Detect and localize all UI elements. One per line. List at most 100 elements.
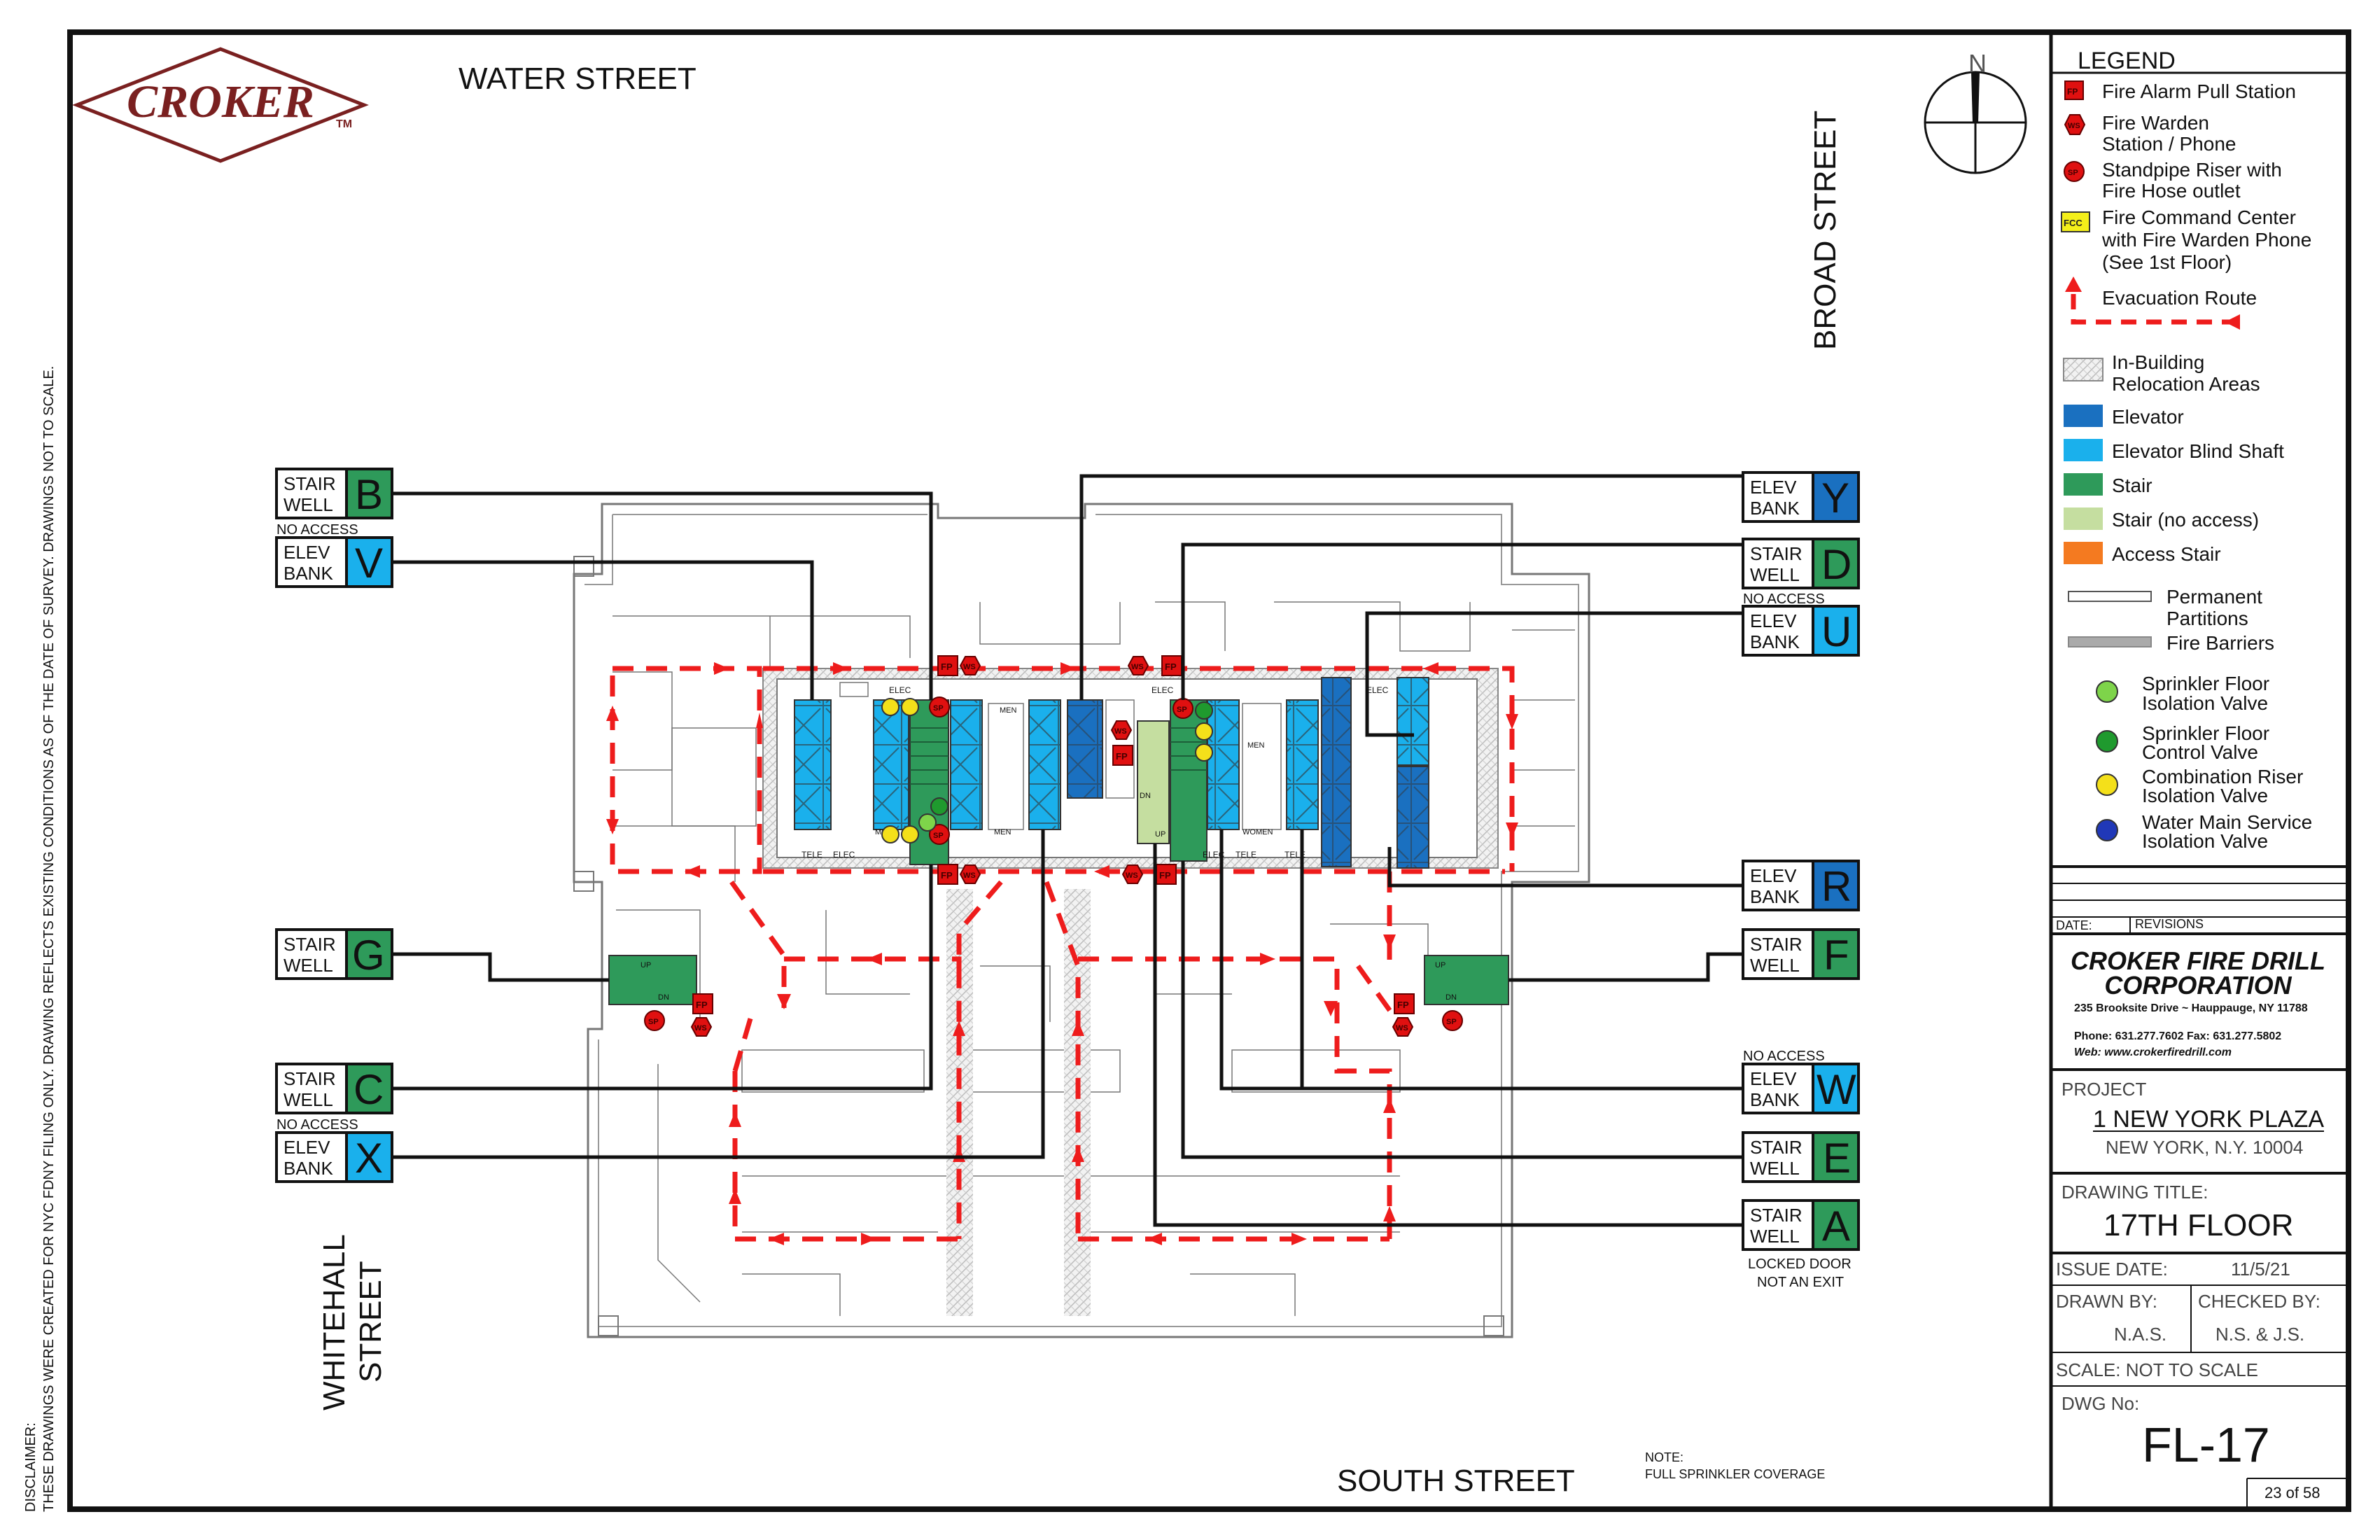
note-text: FULL SPRINKLER COVERAGE	[1645, 1467, 1825, 1481]
svg-text:Control Valve: Control Valve	[2142, 741, 2258, 763]
street-east: BROAD STREET	[1808, 111, 1842, 350]
tag-stair-g: STAIR WELL G	[275, 928, 393, 980]
tag-stair-c: STAIR WELL C	[275, 1063, 393, 1114]
svg-text:WS: WS	[963, 663, 976, 671]
legend-title: LEGEND	[2078, 48, 2176, 74]
sheet-number: 23 of 58	[2264, 1484, 2320, 1502]
fp-marker-2: FP	[937, 864, 958, 885]
tag-stair-e: STAIR WELL E	[1742, 1131, 1860, 1183]
svg-text:FP: FP	[1116, 751, 1128, 762]
north-arrow: N	[1924, 49, 2027, 174]
svg-text:SP: SP	[1446, 1018, 1457, 1026]
svg-text:Evacuation Route: Evacuation Route	[2102, 287, 2257, 309]
svg-text:Relocation Areas: Relocation Areas	[2112, 373, 2260, 395]
valve-isolation-1	[918, 813, 937, 832]
svg-text:WELL: WELL	[284, 955, 333, 976]
legend-valves: Sprinkler Floor Isolation Valve Sprinkle…	[2096, 673, 2312, 852]
svg-text:Stair (no access): Stair (no access)	[2112, 509, 2259, 531]
sp-marker-3: SP	[1172, 698, 1194, 719]
svg-text:ELEV: ELEV	[284, 542, 330, 563]
ws-marker-4: WS	[1121, 864, 1144, 884]
svg-text:with Fire Warden Phone: with Fire Warden Phone	[2101, 229, 2311, 251]
tag-stair-b: STAIR WELL B	[275, 468, 393, 519]
svg-text:Sprinkler Floor: Sprinkler Floor	[2142, 673, 2269, 694]
svg-text:R: R	[1821, 863, 1851, 910]
svg-text:V: V	[355, 540, 383, 587]
valve-combo-1	[881, 698, 899, 716]
svg-text:Fire Command Center: Fire Command Center	[2102, 206, 2296, 228]
drawing-title: 17TH FLOOR	[2104, 1208, 2293, 1242]
svg-text:WS: WS	[694, 1024, 707, 1032]
svg-text:STAIR: STAIR	[1750, 1205, 1802, 1226]
svg-text:W: W	[1816, 1066, 1856, 1113]
sp-marker-5: SP	[1442, 1010, 1463, 1031]
stair-f-dn: DN	[1446, 993, 1457, 1002]
dwg-no: FL-17	[2142, 1418, 2270, 1472]
svg-text:F: F	[1823, 932, 1849, 979]
svg-text:Fire Warden: Fire Warden	[2102, 112, 2209, 134]
svg-text:X: X	[355, 1135, 383, 1182]
company-address: 235 Brooksite Drive ~ Hauppauge, NY 1178…	[2074, 1002, 2308, 1014]
svg-text:STAIR: STAIR	[1750, 543, 1802, 564]
svg-text:E: E	[1823, 1135, 1851, 1182]
label-tele-1: TELE	[802, 850, 822, 860]
svg-text:BANK: BANK	[284, 563, 333, 584]
street-south: SOUTH STREET	[1337, 1464, 1575, 1498]
svg-text:BANK: BANK	[1750, 1089, 1800, 1110]
locked-note-1: LOCKED DOOR	[1748, 1256, 1851, 1272]
svg-text:B: B	[355, 471, 383, 518]
checked-by-label: CHECKED BY:	[2198, 1291, 2320, 1312]
legend-sp: SP Standpipe Riser with Fire Hose outlet	[2064, 159, 2282, 202]
svg-text:WELL: WELL	[1750, 1158, 1800, 1179]
valve-combo-2	[901, 698, 919, 716]
svg-text:Fire Hose outlet: Fire Hose outlet	[2102, 180, 2241, 202]
svg-text:STAIR: STAIR	[284, 1068, 336, 1089]
svg-text:Partitions: Partitions	[2166, 608, 2248, 629]
right-tags: ELEV BANK Y STAIR WELL D NO ACCESS ELEV …	[1742, 471, 1860, 1290]
svg-text:FP: FP	[941, 870, 953, 881]
fp-marker-7: FP	[1394, 993, 1415, 1014]
svg-text:FCC: FCC	[2064, 218, 2082, 228]
svg-text:Elevator Blind Shaft: Elevator Blind Shaft	[2112, 440, 2284, 462]
svg-text:FP: FP	[1165, 662, 1177, 672]
svg-text:BANK: BANK	[1750, 631, 1800, 652]
street-west-1: WHITEHALL	[317, 1234, 351, 1410]
tag-elev-w: ELEV BANK W	[1742, 1063, 1860, 1114]
no-access-w: NO ACCESS	[1743, 1049, 1825, 1064]
swatch-stair	[2064, 473, 2103, 496]
fire-symbols: FP FP FP FP FP FP FP WS WS WS WS WS WS W…	[644, 655, 1463, 1037]
ws-marker-2: WS	[959, 864, 981, 884]
sp-marker-2: SP	[929, 824, 950, 845]
company-name-1: CROKER FIRE DRILL	[2071, 946, 2325, 975]
svg-text:FP: FP	[941, 662, 953, 672]
stair-f-up: UP	[1435, 961, 1446, 969]
ws-marker-5: WS	[1110, 720, 1133, 740]
leader-lines	[392, 474, 1743, 1227]
svg-text:ELEV: ELEV	[1750, 1068, 1797, 1089]
svg-text:BANK: BANK	[1750, 886, 1800, 907]
sheet-border	[67, 29, 2351, 1512]
project-name: 1 NEW YORK PLAZA	[2093, 1106, 2324, 1133]
svg-text:WELL: WELL	[1750, 1226, 1800, 1247]
issue-date-label: ISSUE DATE:	[2056, 1259, 2168, 1280]
company-name-2: CORPORATION	[2104, 971, 2292, 1000]
scale: SCALE: NOT TO SCALE	[2056, 1359, 2258, 1380]
stair-e-no-access	[1137, 720, 1170, 844]
issue-date: 11/5/21	[2231, 1259, 2290, 1280]
svg-text:WELL: WELL	[284, 494, 333, 515]
disclaimer-text: THESE DRAWINGS WERE CREATED FOR NYC FDNY…	[41, 366, 57, 1512]
svg-text:SP: SP	[648, 1018, 659, 1026]
svg-text:STAIR: STAIR	[284, 934, 336, 955]
fp-marker-1: FP	[937, 655, 958, 676]
drawing-title-label: DRAWING TITLE:	[2062, 1182, 2208, 1203]
svg-text:Fire Alarm Pull Station: Fire Alarm Pull Station	[2102, 80, 2296, 102]
legend-swatches: Elevator Elevator Blind Shaft Stair Stai…	[2064, 405, 2284, 565]
svg-text:FP: FP	[1397, 1000, 1409, 1010]
svg-text:STAIR: STAIR	[284, 473, 336, 494]
svg-text:ELEV: ELEV	[1750, 865, 1797, 886]
croker-logo: CROKER TM	[72, 47, 369, 163]
label-up-1: UP	[1155, 830, 1166, 839]
project-label: PROJECT	[2062, 1079, 2146, 1100]
legend-fcc: FCC Fire Command Center with Fire Warden…	[2061, 206, 2311, 273]
